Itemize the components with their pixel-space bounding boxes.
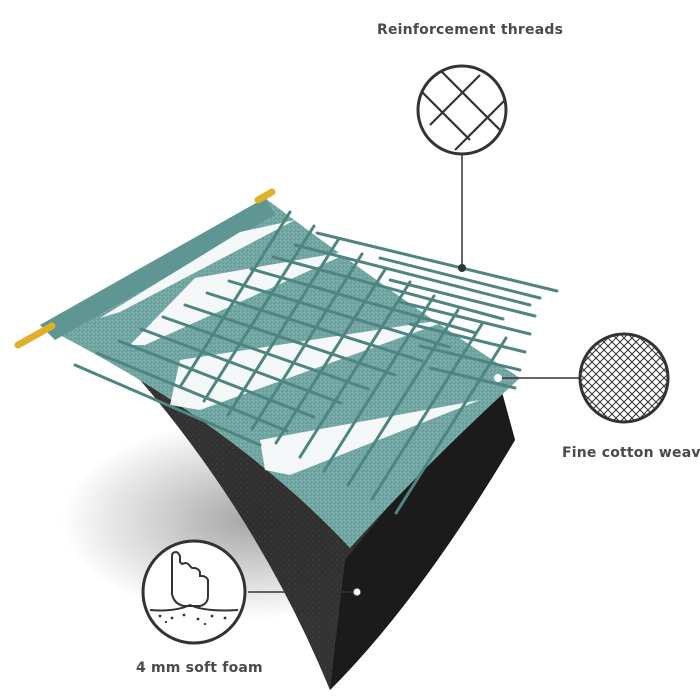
thread-warp [428, 366, 517, 390]
thread-warp [408, 322, 527, 354]
callout-fine-cotton-weave [494, 332, 670, 424]
thread-weft [274, 266, 388, 445]
mesh-line [635, 334, 668, 422]
thread-warp [271, 255, 505, 321]
thread-weft [394, 336, 508, 515]
thread-warp [293, 243, 532, 307]
mesh-line [580, 334, 613, 422]
thread-warp [378, 256, 542, 300]
mesh-line [635, 334, 668, 422]
mesh-line [580, 334, 645, 422]
thread-weft [202, 224, 316, 403]
thread-weft [178, 210, 292, 389]
thread-weft [370, 322, 484, 501]
callout-reinforcement-threads [416, 64, 508, 272]
mesh-line [580, 334, 637, 422]
thread-weft [250, 252, 364, 431]
mesh-line [627, 334, 668, 422]
thread-weft [298, 280, 412, 459]
mesh-line [611, 334, 668, 422]
thread-weft [346, 308, 460, 487]
thread-warp [227, 279, 451, 349]
mesh-line [603, 334, 668, 422]
label-soft-foam: 4 mm soft foam [136, 660, 263, 676]
mesh-line [580, 334, 621, 422]
callout-soft-foam [141, 539, 362, 645]
mesh-line [580, 334, 621, 422]
thread-weft [226, 238, 340, 417]
thread-warp [95, 351, 289, 433]
thread-warp [73, 363, 262, 447]
mesh-line [627, 334, 668, 422]
thread-warp [388, 278, 537, 318]
mesh-line [580, 334, 653, 422]
rod [14, 188, 276, 349]
mesh-line [580, 334, 613, 422]
reinforcement-thread-grid [73, 210, 559, 515]
thread-warp [398, 300, 532, 336]
crosshatch-threads-icon [419, 69, 506, 151]
fabric-stripes [100, 220, 480, 475]
label-fine-cotton-weave: Fine cotton weave [562, 445, 700, 461]
mesh-line [619, 334, 668, 422]
foam-edge [330, 385, 515, 690]
thread-warp [315, 231, 559, 293]
thread-warp [418, 344, 522, 372]
mesh-line [580, 334, 629, 422]
mesh-line [595, 334, 668, 422]
mesh-line [580, 334, 668, 422]
finger-press-foam-icon [149, 550, 239, 626]
fabric-hem [40, 198, 275, 340]
label-reinforcement-threads: Reinforcement threads [377, 22, 564, 38]
